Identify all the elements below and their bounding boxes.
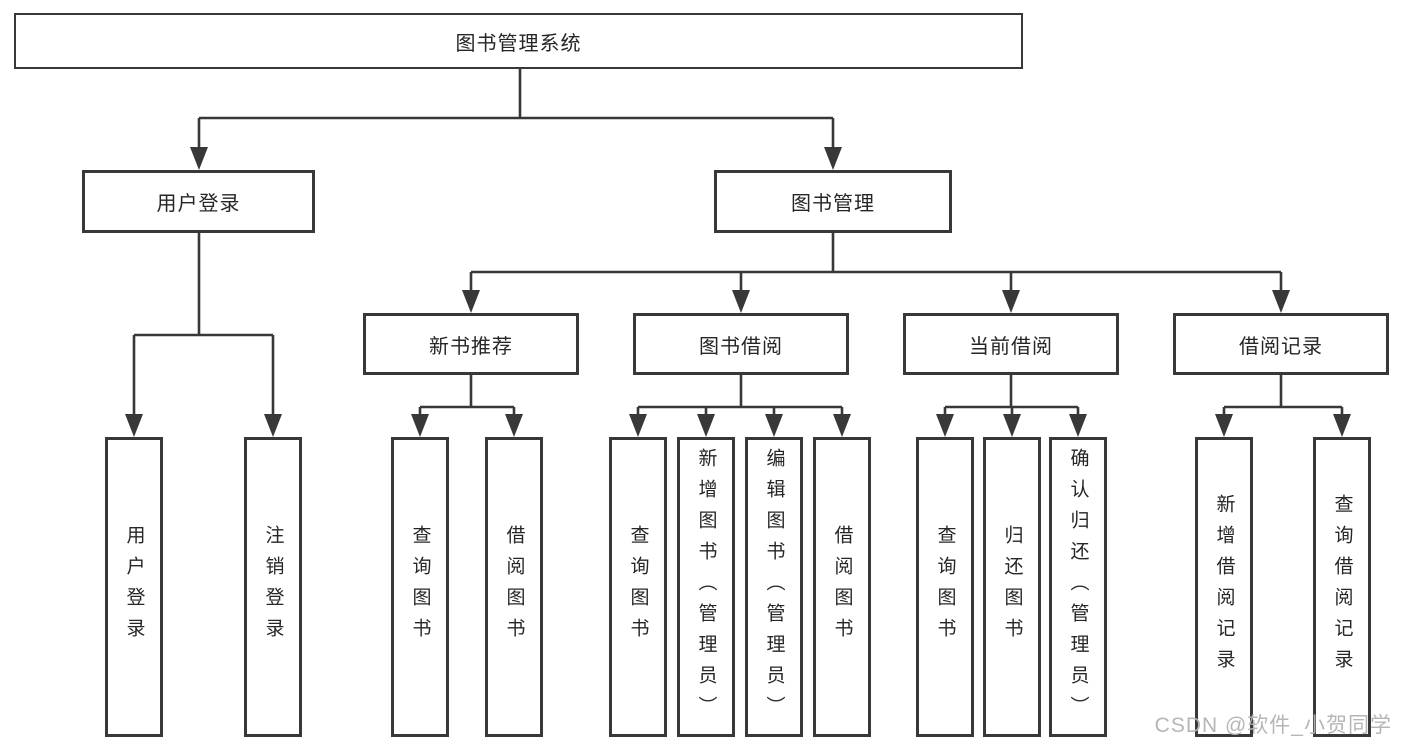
leaf-query-books-current: 查询图书	[916, 437, 974, 737]
connector-borrowing-records	[1222, 375, 1344, 418]
leaf-label: 查询图书	[409, 525, 431, 649]
arrowheads	[125, 147, 1351, 437]
leaf-label: 查询图书	[934, 525, 956, 649]
connector-user-login	[132, 233, 275, 418]
leaf-add-books-admin: 新增图书（管理员）	[677, 437, 735, 737]
leaf-label: 查询借阅记录	[1331, 494, 1353, 680]
node-user-login: 用户登录	[82, 170, 315, 233]
node-label: 用户登录	[156, 193, 241, 215]
leaf-borrow-books-borrowing: 借阅图书	[813, 437, 871, 737]
leaf-label: 归还图书	[1001, 525, 1023, 649]
leaf-confirm-return-admin: 确认归还（管理员）	[1049, 437, 1107, 737]
node-book-management: 图书管理	[714, 170, 952, 233]
leaf-query-books-borrowing: 查询图书	[609, 437, 667, 737]
node-label: 当前借阅	[969, 335, 1053, 358]
leaf-label: 用户登录	[123, 525, 145, 649]
leaf-label: 借阅图书	[831, 525, 853, 649]
leaf-label: 新增图书（管理员）	[695, 447, 717, 727]
leaf-label: 编辑图书（管理员）	[763, 447, 785, 727]
leaf-label: 查询图书	[627, 525, 649, 649]
leaf-return-books: 归还图书	[983, 437, 1041, 737]
node-label: 图书借阅	[699, 335, 783, 358]
leaf-user-login: 用户登录	[105, 437, 163, 737]
node-library-management-system: 图书管理系统	[14, 13, 1023, 69]
connector-new-book-recommend	[418, 375, 516, 418]
leaf-borrow-books-recommend: 借阅图书	[485, 437, 543, 737]
leaf-logout: 注销登录	[244, 437, 302, 737]
leaf-query-borrow-record: 查询借阅记录	[1313, 437, 1371, 737]
leaf-label: 确认归还（管理员）	[1067, 447, 1089, 727]
connector-book-borrowing	[636, 375, 844, 418]
leaf-label: 新增借阅记录	[1213, 494, 1235, 680]
leaf-label: 借阅图书	[503, 525, 525, 649]
node-label: 借阅记录	[1239, 335, 1323, 358]
node-label: 图书管理	[791, 193, 875, 215]
node-new-book-recommend: 新书推荐	[363, 313, 579, 375]
node-book-borrowing: 图书借阅	[633, 313, 849, 375]
node-label: 图书管理系统	[455, 32, 582, 55]
node-label: 新书推荐	[429, 335, 513, 358]
csdn-watermark: CSDN @软件_小贺同学	[1154, 714, 1392, 737]
node-current-borrowing: 当前借阅	[903, 313, 1119, 375]
leaf-edit-books-admin: 编辑图书（管理员）	[745, 437, 803, 737]
leaf-label: 注销登录	[262, 525, 284, 649]
leaf-add-borrow-record: 新增借阅记录	[1195, 437, 1253, 737]
leaf-query-books-recommend: 查询图书	[391, 437, 449, 737]
node-borrowing-records: 借阅记录	[1173, 313, 1389, 375]
connector-current-borrowing	[943, 375, 1080, 418]
connector-book-management	[469, 233, 1283, 295]
connector-root	[197, 69, 835, 150]
